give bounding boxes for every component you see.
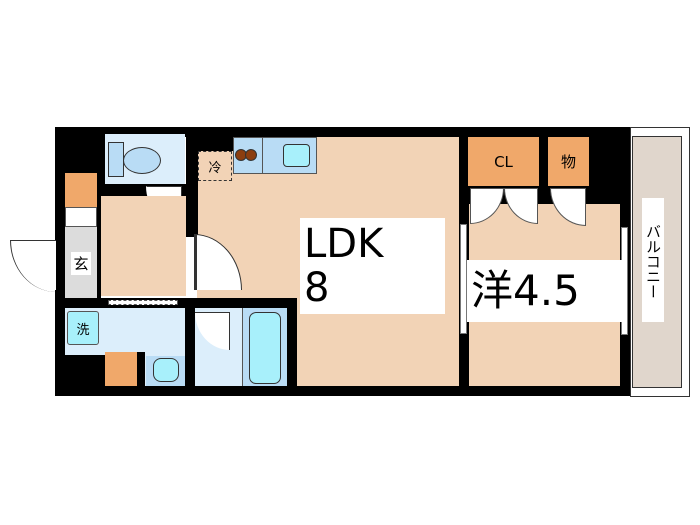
window-ldk-western: [460, 224, 467, 334]
kitchen-divider: [262, 137, 263, 174]
closet: CL: [468, 137, 539, 186]
balcony-label: バルコニー: [642, 198, 664, 322]
wall-bath-right: [287, 298, 297, 396]
room-hall: [100, 196, 186, 296]
entrance: 玄: [65, 227, 97, 299]
shoe-storage-door[interactable]: [65, 207, 97, 227]
ldk-size: 8: [304, 265, 330, 311]
toilet-tank-icon: [108, 142, 124, 177]
washer-label: 洗: [76, 322, 90, 338]
wall-wash-notch: [55, 355, 105, 396]
shoe-storage: [65, 173, 97, 207]
outer-wall-bottom: [100, 386, 630, 396]
sink-icon: [283, 144, 310, 167]
wall-ldk-left: [186, 127, 198, 237]
storage-room: 物: [548, 137, 589, 186]
wall-genkan-right: [97, 196, 101, 306]
washer-space: 洗: [67, 311, 99, 345]
outer-wall-top: [55, 127, 630, 137]
fridge-label: 冷: [208, 160, 222, 176]
ldk-name: LDK: [304, 221, 384, 267]
toilet-bowl-icon: [123, 147, 161, 174]
sliding-door[interactable]: [108, 300, 178, 305]
stove-burner-icon: [245, 149, 257, 161]
storage-label: 物: [560, 153, 576, 171]
western-label: 洋4.5: [467, 260, 622, 322]
front-door[interactable]: [10, 240, 56, 292]
outer-wall-left: [55, 127, 65, 302]
wall-bath-top: [185, 298, 297, 308]
toilet-bowl2-icon: [153, 358, 179, 382]
entrance-label: 玄: [71, 251, 91, 275]
closet-label: CL: [494, 152, 513, 171]
wall-wash-inner: [137, 352, 145, 386]
wall-wash-left: [55, 298, 65, 358]
fridge-space: 冷: [198, 151, 232, 181]
bathtub-icon: [249, 312, 281, 384]
ldk-label: LDK 8: [300, 218, 445, 314]
window-balcony: [621, 227, 628, 335]
wall-bath-left: [185, 298, 195, 396]
wash-storage: [105, 352, 137, 386]
